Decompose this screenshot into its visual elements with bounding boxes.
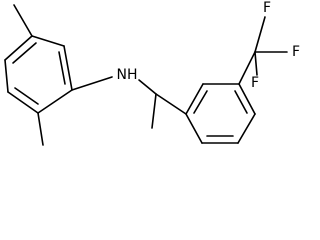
methyl-bond-bottom (37, 112, 44, 146)
ring-bond (185, 113, 203, 144)
ring-bond (37, 89, 73, 114)
ring-bond (237, 113, 256, 144)
amine-label: NH (117, 67, 138, 83)
ring-bond (185, 83, 204, 115)
structure-canvas: NH F F F (4, 0, 300, 146)
fluorine-top-label: F (263, 0, 271, 16)
ring-bond (4, 59, 9, 93)
right-ring (185, 83, 256, 144)
ring-bond (31, 35, 65, 47)
left-ring (4, 35, 73, 114)
ring-bond (238, 83, 256, 115)
ring-to-cf3-bond (238, 51, 256, 85)
ch-methyl-bond (151, 93, 157, 129)
amine-to-ch-bond (138, 79, 157, 95)
ring-double-bond (14, 87, 39, 105)
ch-to-ring-bond (155, 93, 187, 115)
ring-double-bond (58, 51, 66, 85)
molecule-drawing: NH F F F (4, 0, 300, 146)
ring-to-amine-bond (71, 76, 113, 91)
cf3-bond-bottom (254, 51, 258, 76)
ring-bond (7, 91, 39, 114)
ring-double-bond (193, 90, 208, 114)
ring-double-bond (12, 42, 37, 64)
cf3-bond-top (254, 16, 266, 53)
fluorine-bottom-label: F (251, 75, 259, 91)
fluorine-right-label: F (292, 44, 300, 60)
ring-double-bond (234, 90, 248, 114)
ring-bond (63, 45, 73, 91)
ring-bond (4, 35, 33, 61)
methyl-bond-top (13, 4, 33, 37)
